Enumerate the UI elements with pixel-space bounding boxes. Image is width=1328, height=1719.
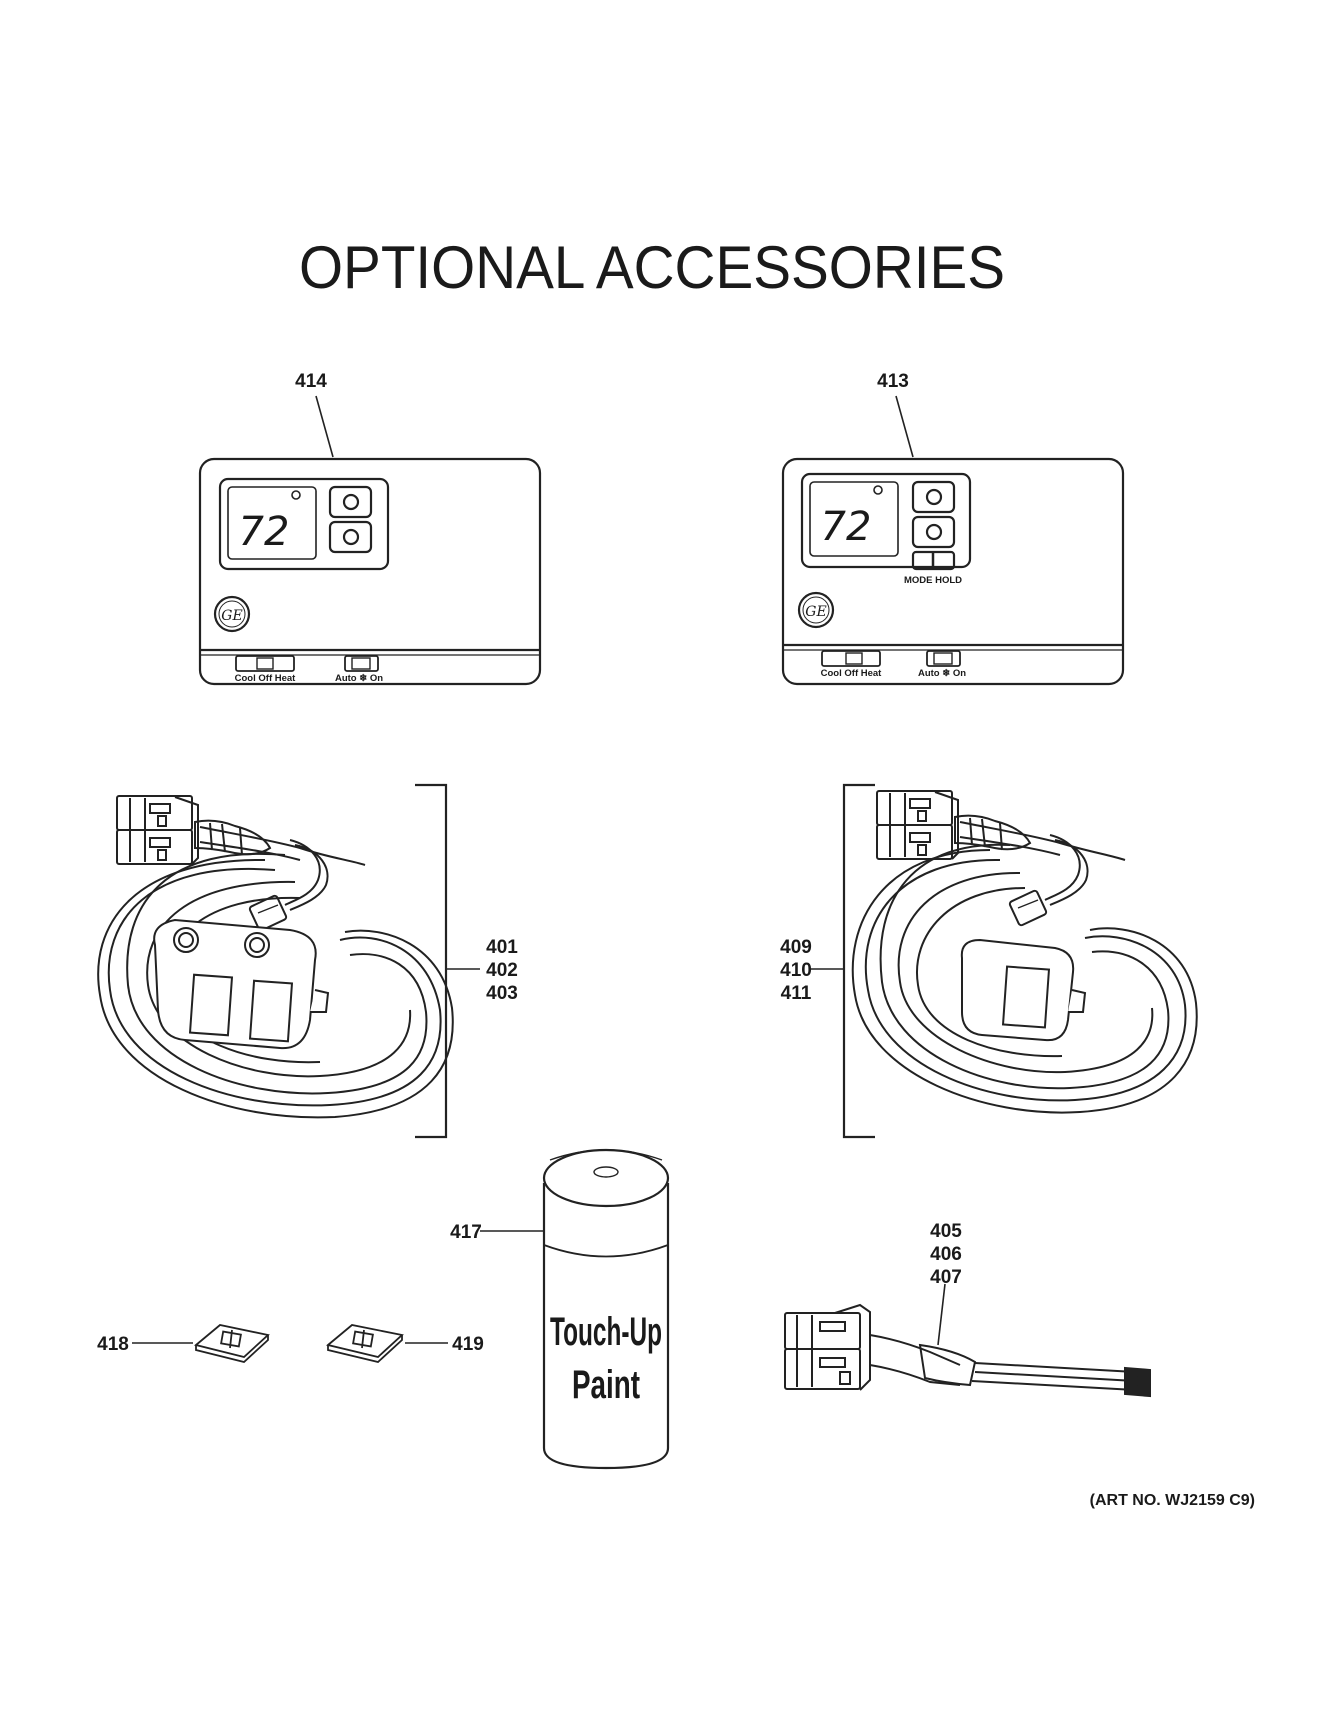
art-number: (ART NO. WJ2159 C9) [1090, 1492, 1255, 1509]
svg-text:GE: GE [805, 604, 826, 620]
down-button[interactable] [328, 520, 373, 554]
callout-413: 413 [877, 371, 909, 392]
temperature-readout: 72 [821, 504, 872, 550]
sensor-housing-dual [153, 918, 330, 1050]
fan-switch-label: Auto ❄ On [335, 673, 383, 684]
lcd-display [218, 477, 390, 571]
callout-411: 411 [781, 983, 812, 1004]
callout-403: 403 [486, 983, 518, 1004]
thermostat-413: 413 72 MODE HOLD GE Cool Off Heat Auto ❄… [781, 371, 1125, 686]
callout-406: 406 [930, 1244, 962, 1265]
mode-switch-label: Cool Off Heat [821, 668, 883, 679]
callout-417: 417 [450, 1222, 482, 1243]
cord-assembly-left [97, 783, 480, 1139]
thermostat-414: 414 72 GE Cool Off Heat Auto ❄ On [198, 371, 542, 686]
down-button[interactable] [911, 515, 956, 549]
mode-switch[interactable] [821, 650, 881, 667]
connector-plug [116, 795, 199, 865]
fan-switch[interactable] [926, 650, 961, 667]
mode-hold-label: MODE HOLD [904, 575, 962, 586]
lcd-display [800, 472, 972, 569]
small-plug [248, 894, 288, 932]
ge-logo-icon: GE [797, 591, 835, 629]
clip-418 [132, 1324, 270, 1363]
callout-418: 418 [97, 1334, 129, 1355]
paint-label-line-2: Paint [572, 1363, 640, 1407]
connector-plug [876, 790, 959, 860]
callout-405: 405 [930, 1221, 962, 1242]
small-plug [1008, 889, 1048, 927]
fan-switch-label: Auto ❄ On [918, 668, 966, 679]
callout-407: 407 [930, 1267, 962, 1288]
mode-hold-button[interactable] [911, 550, 956, 571]
up-button[interactable] [328, 485, 373, 519]
page-title: OPTIONAL ACCESSORIES [299, 234, 1005, 301]
callout-410: 410 [780, 960, 812, 981]
bracket-left [415, 783, 448, 1139]
callout-402: 402 [486, 960, 518, 981]
temperature-readout: 72 [239, 509, 290, 555]
mode-switch-label: Cool Off Heat [235, 673, 297, 684]
wire-harness [784, 1283, 1151, 1398]
up-button[interactable] [911, 480, 956, 514]
callout-414: 414 [295, 371, 327, 392]
cord-assembly-right [810, 783, 1198, 1139]
callout-419: 419 [452, 1334, 484, 1355]
bracket-right [842, 783, 875, 1139]
fan-switch[interactable] [344, 655, 379, 672]
ge-logo-icon: GE [213, 595, 251, 633]
callout-409: 409 [780, 937, 812, 958]
callout-401: 401 [486, 937, 518, 958]
sensor-housing-single [960, 938, 1087, 1042]
clip-419 [326, 1324, 448, 1363]
touch-up-paint-can: Touch-Up Paint [480, 1148, 670, 1470]
paint-label-line-1: Touch-Up [550, 1310, 662, 1354]
svg-text:GE: GE [221, 608, 242, 624]
mode-switch[interactable] [235, 655, 295, 672]
